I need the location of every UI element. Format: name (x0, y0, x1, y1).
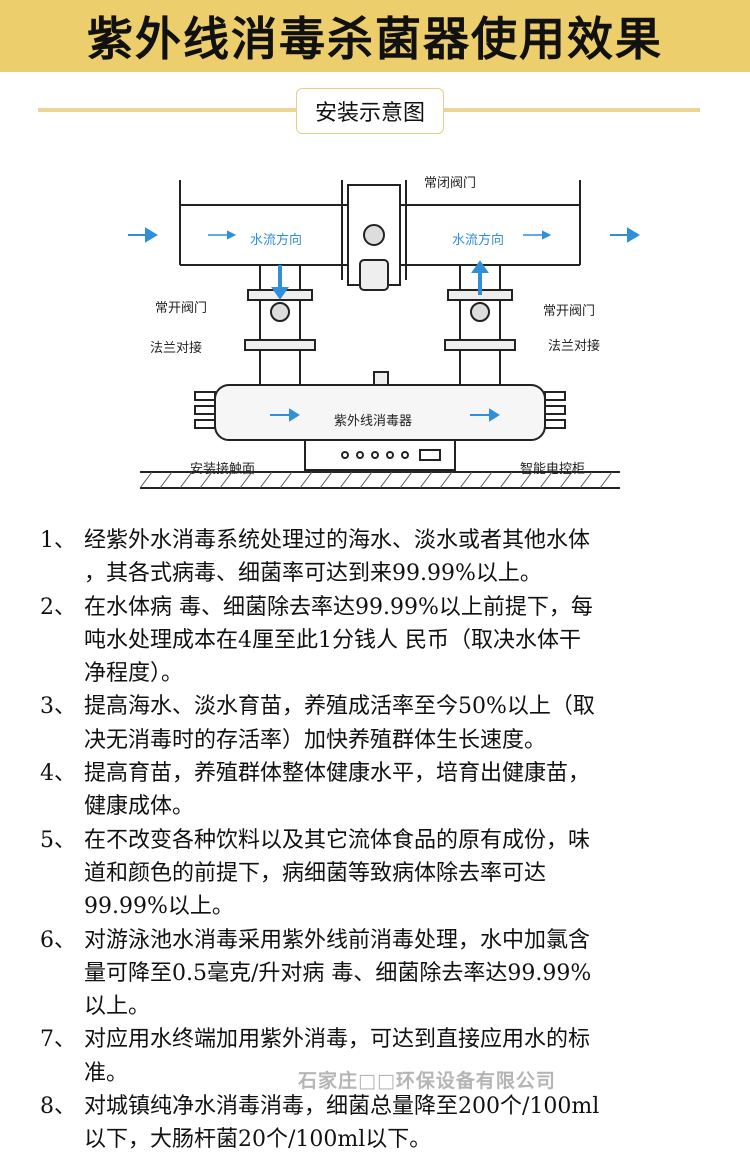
item-line: 净程度）。 (84, 661, 184, 687)
item-line: 对应用水终端加用紫外消毒，可达到直接应用水的标 (84, 1027, 591, 1053)
flow-out-arrow (627, 227, 640, 243)
effects-list: 1、经紫外水消毒系统处理过的海水、淡水或者其他水体 ，其各式病毒、细菌率可达到来9… (40, 524, 740, 1157)
list-item: 2、在水体病 毒、细菌除去率达99.99%以上前提下，每吨水处理成本在4厘至此1… (40, 591, 740, 691)
label-flange-left: 法兰对接 (150, 341, 203, 356)
item-line: 以上。 (84, 994, 151, 1020)
list-item: 7、对应用水终端加用紫外消毒，可达到直接应用水的标准。 (40, 1023, 740, 1090)
item-line: 量可降至0.5毫克/升对病 毒、细菌除去率达99.99% (84, 960, 592, 986)
control-cabinet (304, 439, 456, 471)
item-line: 在不改变各种饮料以及其它流体食品的原有成份，味 (84, 827, 591, 853)
item-line: ，其各式病毒、细菌率可达到来99.99%以上。 (84, 561, 542, 587)
item-line: 健康成体。 (84, 794, 195, 820)
flow-down-arrow (271, 287, 289, 300)
item-line: 吨水处理成本在4厘至此1分钱人 民币（取决水体干 (84, 627, 581, 653)
item-number: 8、 (40, 1094, 76, 1120)
item-number: 1、 (40, 528, 76, 553)
label-flow-direction-left: 水流方向 (250, 233, 303, 248)
divider-right (440, 108, 700, 112)
item-line: 以下，大肠杆菌20个/100ml以下。 (84, 1127, 432, 1153)
item-number: 3、 (40, 694, 76, 720)
label-flange-right: 法兰对接 (548, 339, 601, 354)
company-watermark: 石家庄□□环保设备有限公司 (298, 1070, 556, 1092)
label-normally-open-valve-left: 常开阀门 (155, 301, 208, 316)
item-number: 6、 (40, 927, 76, 953)
page-title: 紫外线消毒杀菌器使用效果 (87, 12, 663, 66)
item-number: 5、 (40, 827, 76, 853)
list-item: 1、经紫外水消毒系统处理过的海水、淡水或者其他水体 ，其各式病毒、细菌率可达到来9… (40, 524, 740, 591)
list-item: 4、提高育苗，养殖群体整体健康水平，培育出健康苗， 健康成体。 (40, 757, 740, 824)
item-line: 在水体病 毒、细菌除去率达99.99%以上前提下，每 (84, 594, 593, 620)
divider-left (38, 108, 298, 112)
item-line: 提高海水、淡水育苗，养殖成活率至今50%以上（取 (84, 694, 595, 720)
item-line: 99.99%以上。 (84, 894, 234, 920)
item-line: 准。 (84, 1060, 129, 1086)
item-line: 决无消毒时的存活率）加快养殖群体生长速度。 (84, 727, 547, 753)
label-flow-direction-right: 水流方向 (452, 233, 505, 248)
item-line: 提高育苗，养殖群体整体健康水平，培育出健康苗， (84, 761, 591, 787)
label-control-cabinet: 智能电控柜 (520, 462, 586, 477)
title-bar: 紫外线消毒杀菌器使用效果 (0, 0, 750, 72)
item-line: 对游泳池水消毒采用紫外线前消毒处理，水中加氯含 (84, 927, 591, 953)
flow-up-arrow (471, 260, 489, 273)
label-normally-open-valve-right: 常开阀门 (543, 304, 596, 319)
item-number: 2、 (40, 594, 76, 620)
list-item: 3、提高海水、淡水育苗，养殖成活率至今50%以上（取决无消毒时的存活率）加快养殖… (40, 690, 740, 757)
item-number: 4、 (40, 761, 76, 787)
installation-diagram (128, 180, 640, 489)
list-item: 5、在不改变各种饮料以及其它流体食品的原有成份，味道和颜色的前提下，病细菌等致病… (40, 824, 740, 924)
item-line: 道和颜色的前提下，病细菌等致病体除去率可达 (84, 860, 547, 886)
flow-in-arrow (145, 227, 158, 243)
list-item: 6、对游泳池水消毒采用紫外线前消毒处理，水中加氯含量可降至0.5毫克/升对病 毒… (40, 924, 740, 1024)
label-install-surface: 安装接触面 (190, 462, 256, 477)
label-uv-sterilizer: 紫外线消毒器 (334, 414, 413, 429)
label-normally-closed-valve: 常闭阀门 (424, 176, 477, 191)
item-line: 经紫外水消毒系统处理过的海水、淡水或者其他水体 (84, 528, 591, 553)
section-badge: 安装示意图 (296, 88, 444, 134)
item-number: 7、 (40, 1027, 76, 1053)
